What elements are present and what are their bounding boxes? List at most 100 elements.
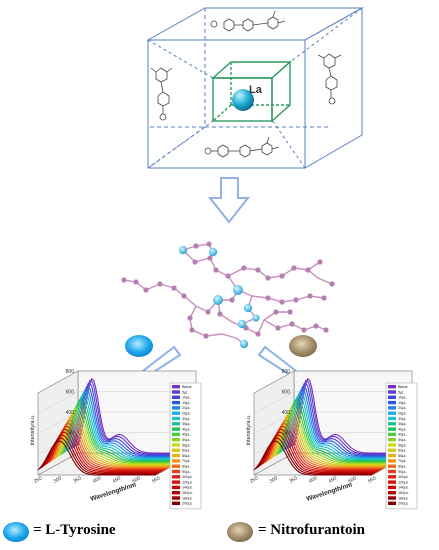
spectrum-ylabel: Intensity/a.u. (246, 414, 252, 446)
spectrum-legend-swatch (172, 464, 180, 468)
spectrum-curve (50, 420, 169, 469)
spectrum-curve (48, 422, 167, 470)
spectrum-legend-swatch (172, 475, 180, 479)
spectrum-legend-entry: 180μL (182, 496, 193, 500)
spectrum-curve (61, 402, 180, 463)
spectrum-curve (68, 390, 187, 459)
spectrum-legend-entry: 80μL (182, 465, 191, 469)
spectrum-legend-entry: 120μL (398, 480, 409, 484)
spectrum-curve (43, 431, 162, 473)
spectrum-legend-entry: 40μL (398, 427, 407, 431)
tyrosine-dot (125, 335, 153, 357)
spectrum-xtick: 250 (33, 475, 43, 484)
spectrum-legend-swatch (388, 390, 396, 394)
spectrum-legend-swatch (388, 469, 396, 474)
spectrum-curve (66, 393, 186, 460)
spectrum-legend-swatch (388, 416, 396, 421)
spectrum-legend-swatch (388, 464, 396, 468)
spectrum-xtick: 400 (92, 475, 102, 484)
spectrum-curve (55, 411, 175, 466)
cube-diagonal (147, 120, 214, 169)
spectrum-curve (262, 425, 382, 471)
coordination-structure (121, 241, 335, 349)
spectrum-legend-swatch (388, 395, 396, 399)
spectrum-legend-swatch (172, 485, 180, 490)
spectrum-curve (52, 417, 171, 468)
spectrum-curve (257, 434, 376, 474)
ligand-bottom (204, 136, 280, 158)
spectrum-curve (284, 390, 403, 459)
ligand-top (210, 10, 286, 32)
spectrum-xlabel: Wavelength/nm (90, 481, 138, 502)
spectrum-legend-swatch (172, 469, 180, 474)
spectrum-ytick: 600 (282, 390, 291, 396)
spectrum-legend-swatch (172, 438, 180, 442)
spectrum-ytick: 800 (66, 369, 75, 375)
spectrum-legend-swatch (172, 443, 180, 447)
cube-diagonal (147, 39, 214, 79)
spectrum-legend-entry: 65μL (398, 454, 407, 458)
spectrum-legend-swatch (388, 443, 396, 447)
spectrum-xtick: 300 (269, 475, 279, 484)
spectrum-legend-entry: 200μL (182, 502, 193, 506)
spectrum-curve (253, 440, 372, 476)
metal-atoms (178, 245, 260, 349)
spectrum-legend-swatch (172, 406, 180, 410)
spectrum-legend-entry: 5μL (398, 390, 404, 394)
spectrum-legend-entry: 5μL (182, 390, 188, 394)
spectrum-curve (57, 408, 176, 465)
spectrum-legend-swatch (172, 432, 180, 437)
spectrum-legend-swatch (172, 459, 180, 463)
legend-nitrofurantoin-label: = Nitrofurantoin (258, 522, 366, 538)
spectrum-legend-entry: 100μL (182, 475, 193, 479)
spectrum-ytick: 800 (282, 369, 291, 375)
spectrum-ytick: 200 (66, 431, 75, 437)
spectrum-curve (255, 437, 374, 475)
spectrum-legend-entry: 60μL (182, 449, 191, 453)
framework-cube (146, 7, 364, 169)
spectrum-legend-swatch (388, 427, 396, 431)
spectrum-legend-entry: 70μL (182, 459, 191, 463)
spectrum-legend-entry: 20μL (398, 406, 407, 410)
spectrum-legend-entry: 80μL (398, 465, 407, 469)
spectrum-legend-entry: 200μL (398, 502, 409, 506)
spectrum-legend-entry: 45μL (182, 433, 191, 437)
spectrum-legend-swatch (388, 491, 396, 495)
spectrum-ylabel: Intensity/a.u. (30, 414, 36, 446)
spectrum-curve (260, 428, 380, 472)
spectrum-ytick: 400 (66, 410, 75, 416)
spectrum-xtick: 500 (347, 475, 357, 484)
spectrum-legend-entry: 25μL (182, 412, 191, 416)
spectrum-xtick: 350 (288, 475, 298, 484)
spectrum-legend-entry: 90μL (182, 470, 191, 474)
spectrum-curve (269, 414, 389, 467)
spectrum-legend-swatch (388, 448, 396, 452)
spectrum-legend-swatch (388, 422, 396, 426)
spectrum-legend-swatch (388, 453, 396, 458)
spectrum-legend-swatch (388, 385, 396, 389)
spectrum-legend-entry: 50μL (182, 438, 191, 442)
spectrum-legend-swatch (388, 438, 396, 442)
spectrum-legend-swatch (388, 411, 396, 415)
spectrum-legend-swatch (172, 491, 180, 495)
spectrum-legend-entry: 25μL (398, 412, 407, 416)
spectrum-curve (70, 387, 189, 458)
cube-side-face (304, 7, 363, 169)
spectrum-xtick: 550 (151, 475, 161, 484)
spectrum-xtick: 250 (249, 475, 259, 484)
cube-diagonal (289, 7, 363, 63)
spectrum-curve (46, 425, 166, 471)
spectrum-legend-entry: 55μL (398, 443, 407, 447)
nitrofurantoin-dot (289, 335, 317, 357)
cube-front-face (147, 39, 306, 169)
spectrum-xtick: 350 (72, 475, 82, 484)
spectrum-legend-entry: 45μL (398, 433, 407, 437)
spectrum-legend-entry: 140μL (182, 486, 193, 490)
spectrum-curve (62, 399, 182, 462)
cube-diagonal (271, 119, 306, 169)
spectrum-curve (64, 397, 184, 461)
lanthanum-sphere (232, 89, 254, 111)
spectrum-legend-swatch (172, 385, 180, 389)
